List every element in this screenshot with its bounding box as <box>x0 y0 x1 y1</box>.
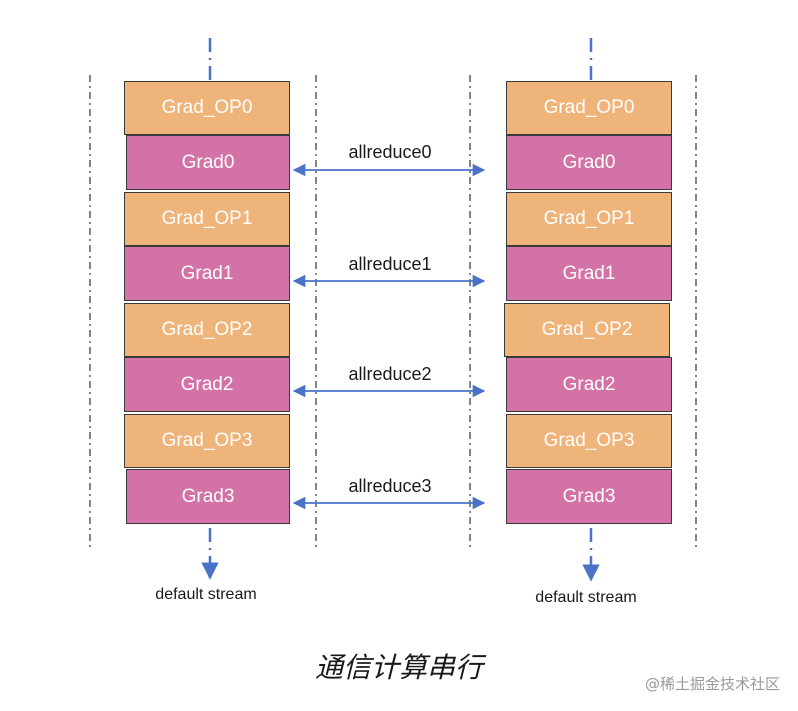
left-grad-3: Grad3 <box>126 469 290 524</box>
left-grad-op-1: Grad_OP1 <box>124 192 290 246</box>
left-grad-op-3: Grad_OP3 <box>124 414 290 468</box>
left-grad-0: Grad0 <box>126 135 290 190</box>
left-grad-op-0: Grad_OP0 <box>124 81 290 135</box>
right-grad-op-0: Grad_OP0 <box>506 81 672 135</box>
allreduce-label-3: allreduce3 <box>348 476 432 496</box>
allreduce-label-2: allreduce2 <box>348 364 432 384</box>
right-grad-0: Grad0 <box>506 135 672 190</box>
right-grad-2: Grad2 <box>506 357 672 412</box>
right-grad-op-2: Grad_OP2 <box>504 303 670 357</box>
watermark: @稀土掘金技术社区 <box>644 675 780 693</box>
right-grad-op-3: Grad_OP3 <box>506 414 672 468</box>
left-grad-1: Grad1 <box>124 246 290 301</box>
left-grad-op-2: Grad_OP2 <box>124 303 290 357</box>
right-grad-op-1: Grad_OP1 <box>506 192 672 246</box>
left-stream-label: default stream <box>155 586 257 603</box>
right-stream-label: default stream <box>535 589 637 606</box>
allreduce-label-1: allreduce1 <box>348 254 432 274</box>
right-grad-1: Grad1 <box>506 246 672 301</box>
figure-caption: 通信计算串行 <box>314 651 483 684</box>
right-grad-3: Grad3 <box>506 469 672 524</box>
allreduce-label-0: allreduce0 <box>348 142 432 162</box>
left-grad-2: Grad2 <box>124 357 290 412</box>
